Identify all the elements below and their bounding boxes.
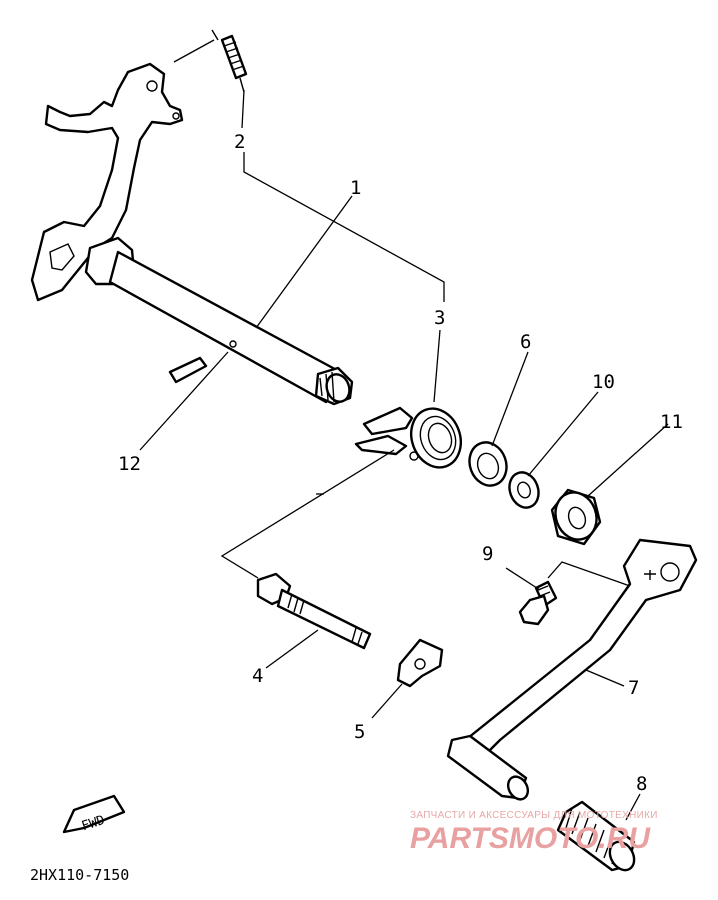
washer-part (508, 471, 540, 509)
callout-7: 7 (628, 677, 639, 699)
fwd-label: FWD (80, 813, 107, 835)
callout-1: 1 (350, 177, 361, 199)
fwd-arrow: FWD (62, 794, 126, 835)
shift-shaft-part (30, 62, 354, 406)
callout-4: 4 (252, 665, 263, 687)
stopper-bolt-part (256, 572, 372, 650)
callout-12: 12 (118, 453, 141, 475)
spring-part (211, 29, 248, 93)
dowel-pin-part (168, 356, 208, 384)
callout-2: 2 (234, 131, 245, 153)
callout-11: 11 (660, 411, 683, 433)
watermark-logo: PARTSMOTO.RU (410, 822, 651, 855)
callout-6: 6 (520, 331, 531, 353)
rubber-cover-part (556, 800, 636, 872)
bushing-part (468, 441, 508, 487)
leader-lines (139, 39, 669, 821)
callout-8: 8 (636, 773, 647, 795)
callout-3: 3 (434, 307, 445, 329)
torsion-spring-part (354, 406, 462, 469)
callout-9: 9 (482, 543, 493, 565)
oil-seal-part (550, 488, 602, 546)
callout-5: 5 (354, 721, 365, 743)
diagram-code: 2HX110-7150 (30, 866, 129, 884)
callout-10: 10 (592, 371, 615, 393)
bolt-part (518, 580, 558, 626)
plate-part (396, 638, 444, 688)
watermark-tagline: ЗАПЧАСТИ И АКСЕССУАРЫ ДЛЯ МОТОТЕХНИКИ (410, 810, 658, 821)
shift-pedal-part (446, 538, 698, 801)
